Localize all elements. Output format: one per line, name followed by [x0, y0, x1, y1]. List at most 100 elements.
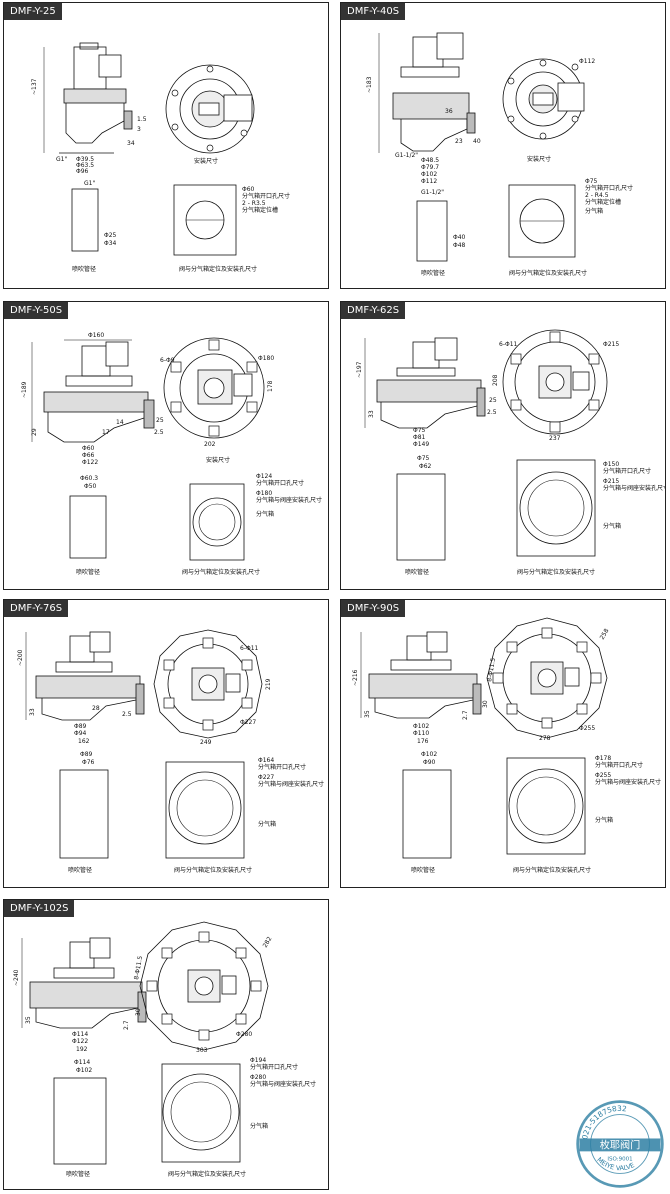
panel-title: DMF-Y-62S — [341, 302, 406, 319]
hole-d1: Φ164 — [258, 757, 274, 764]
dim-mid1: 14 — [116, 419, 124, 426]
panel-dmf-y-76s: DMF-Y-76S ~200 33 28 2.5 Φ89 Φ94 162 — [3, 599, 329, 888]
panel-title: DMF-Y-76S — [4, 600, 69, 617]
hole-d1: Φ194 — [250, 1057, 266, 1064]
drawing-dmf-y-76s: ~200 33 28 2.5 Φ89 Φ94 162 6-Φ11 219 Φ22… — [17, 629, 324, 874]
pipe-d2: Φ34 — [104, 240, 117, 247]
dim-circle: Φ180 — [258, 355, 274, 362]
dim-right1: 2.5 — [122, 711, 132, 718]
dim-height: ~137 — [31, 78, 38, 95]
caption-pipe: 喷吹管径 — [72, 265, 96, 273]
pipe-d: Φ50 — [84, 483, 97, 490]
pipe-top: Φ102 — [421, 751, 437, 758]
panel-title: DMF-Y-102S — [4, 900, 75, 917]
dim-d1: Φ39.5 — [76, 156, 94, 163]
dim-d3: 176 — [417, 738, 429, 745]
dim-thread: G1-1/2" — [395, 152, 418, 159]
hole-d: Φ75 — [585, 178, 598, 185]
dim-d3: Φ102 — [421, 171, 437, 178]
panel-title: DMF-Y-50S — [4, 302, 69, 319]
dim-mid1: 28 — [92, 705, 100, 712]
caption-install: 安装尺寸 — [206, 456, 230, 464]
hole-note: 分气箱与阀座安装孔尺寸 — [258, 780, 324, 788]
hole-d2: Φ180 — [256, 490, 272, 497]
hole-d: Φ60 — [242, 186, 255, 193]
panel-dmf-y-102s: DMF-Y-102S ~240 35 2.7 30 Φ114 Φ122 192 — [3, 899, 329, 1190]
hole-note: 分气箱定位槽 — [585, 198, 621, 206]
panel-dmf-y-90s: DMF-Y-90S ~216 35 2.7 30 Φ102 Φ110 176 — [340, 599, 666, 888]
pipe-d: Φ90 — [423, 759, 436, 766]
top-d: Φ112 — [579, 58, 595, 65]
dim-circle: Φ215 — [603, 341, 619, 348]
caption-pipe: 喷吹管径 — [66, 1170, 90, 1178]
stamp-iso: ISO:9001 — [607, 1157, 632, 1163]
dim-left1: 33 — [368, 410, 375, 418]
dim-side: 219 — [265, 678, 272, 690]
panel-dmf-y-40s: DMF-Y-40S ~183 36 23 40 G1-1/2" Φ48.5 Φ7… — [340, 2, 666, 289]
caption-pipe: 喷吹管径 — [411, 866, 435, 874]
hole-d2: Φ215 — [603, 478, 619, 485]
dim-right3: 40 — [473, 138, 481, 145]
dim-width: 249 — [200, 739, 212, 746]
pipe-top: Φ114 — [74, 1059, 90, 1066]
pipe-top: Φ89 — [80, 751, 93, 758]
caption-hole: 阀与分气箱定位及安装孔尺寸 — [182, 568, 260, 576]
hole-note: 分气箱开口孔尺寸 — [595, 761, 643, 769]
hole-circle — [162, 1073, 240, 1151]
dim-circle: Φ280 — [236, 1031, 252, 1038]
caption-hole: 阀与分气箱定位及安装孔尺寸 — [179, 265, 257, 273]
bolt-holes — [507, 59, 579, 140]
caption-pipe: 喷吹管径 — [421, 269, 445, 277]
dim-right1: 36 — [445, 108, 453, 115]
dim-height: ~183 — [366, 76, 373, 93]
valve-side-view — [364, 337, 486, 429]
pipe-drawing — [71, 188, 99, 252]
dim-d1: Φ114 — [72, 1031, 88, 1038]
hole-circle — [508, 768, 584, 844]
valve-top-view — [153, 629, 263, 739]
dim-right2: 23 — [455, 138, 463, 145]
hole-note: 分气箱与阀座安装孔尺寸 — [603, 484, 666, 492]
hole-note: 分气箱 — [256, 510, 274, 518]
dim-right2: 3 — [137, 126, 141, 133]
dim-height: ~216 — [352, 669, 359, 686]
dim-d2: Φ81 — [413, 434, 426, 441]
pipe-drawing — [402, 769, 452, 859]
dim-holes: 8-Φ11.5 — [486, 657, 497, 682]
pipe-drawing — [396, 473, 446, 561]
dim-left1: 29 — [31, 428, 38, 436]
valve-top-view — [502, 58, 585, 140]
dim-d2: Φ79.7 — [421, 164, 439, 171]
caption-hole: 阀与分气箱定位及安装孔尺寸 — [517, 568, 595, 576]
dim-d3: Φ149 — [413, 441, 429, 448]
bolt-holes — [510, 331, 600, 433]
pipe-d: Φ102 — [76, 1067, 92, 1074]
hole-d1: Φ178 — [595, 755, 611, 762]
dim-d1: Φ102 — [413, 723, 429, 730]
dim-right1: 25 — [156, 417, 164, 424]
dim-circle: Φ227 — [240, 719, 256, 726]
dim-d3: Φ122 — [82, 459, 98, 466]
dim-holes: 6-Φ11 — [499, 341, 518, 348]
pipe-top: Φ60.3 — [80, 475, 98, 482]
dim-right1: 25 — [489, 397, 497, 404]
dim-right1: 2.7 — [123, 1020, 130, 1030]
hole-note: 分气箱定位槽 — [242, 206, 278, 214]
dim-height: ~189 — [21, 381, 28, 398]
dim-right2: 30 — [135, 1008, 142, 1016]
dim-holes: 6-Φ11 — [240, 645, 259, 652]
panel-title: DMF-Y-40S — [341, 3, 406, 20]
dim-d3: Φ96 — [76, 168, 89, 175]
dim-d2: Φ94 — [74, 730, 87, 737]
hole-circle — [519, 471, 593, 545]
dim-d1: Φ60 — [82, 445, 95, 452]
dim-side: 208 — [492, 374, 499, 386]
pipe-d1: Φ25 — [104, 232, 117, 239]
dim-height: ~240 — [13, 969, 20, 986]
panel-title: DMF-Y-25 — [4, 3, 62, 20]
panel-title: DMF-Y-90S — [341, 600, 406, 617]
dim-width: 202 — [204, 441, 216, 448]
pipe-d: Φ62 — [419, 463, 432, 470]
dim-d4: Φ112 — [421, 178, 437, 185]
drawing-dmf-y-25: ~137 1.5 3 34 G1" Φ39.5 Φ63.5 Φ96 安装尺寸 G… — [31, 42, 290, 273]
